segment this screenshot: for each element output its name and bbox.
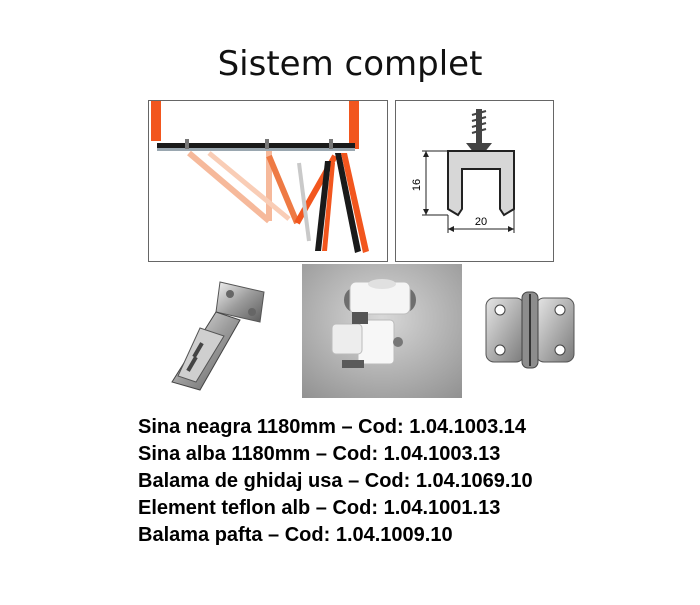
folding-door-illustration <box>148 100 388 262</box>
profile-height-label: 16 <box>411 179 423 191</box>
product-line-white-rail: Sina alba 1180mm – Cod: 1.04.1003.13 <box>138 443 501 465</box>
profile-width-label: 20 <box>475 216 487 228</box>
product-line-teflon-element: Element teflon alb – Cod: 1.04.1001.13 <box>138 497 501 519</box>
rail-profile-diagram: 16 20 <box>395 100 554 262</box>
product-line-pafta-hinge: Balama pafta – Cod: 1.04.1009.10 <box>138 524 453 546</box>
page-title: Sistem complet <box>217 44 483 84</box>
product-line-door-guide-hinge: Balama de ghidaj usa – Cod: 1.04.1069.10 <box>138 470 533 492</box>
concealed-hinge-image <box>160 278 280 398</box>
product-code-list: Sina neagra 1180mm – Cod: 1.04.1003.14 S… <box>138 414 658 549</box>
product-line-black-rail: Sina neagra 1180mm – Cod: 1.04.1003.14 <box>138 416 526 438</box>
flat-hinge-image <box>480 280 580 380</box>
teflon-element-image <box>302 264 462 398</box>
